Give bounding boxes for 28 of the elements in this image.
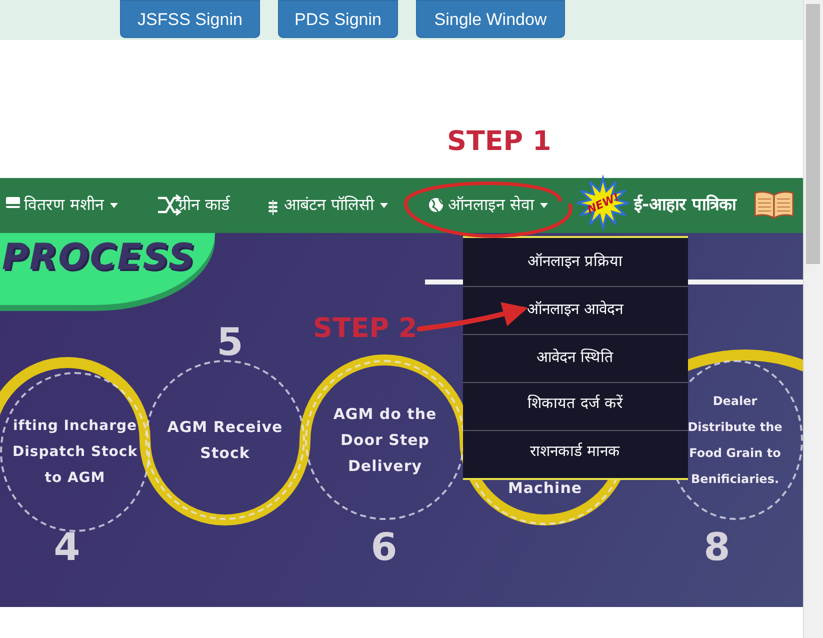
menu-item: राशनकार्ड मानक <box>530 440 620 462</box>
nav-link: वितरण मशीन <box>24 192 118 218</box>
step-number: 4 <box>52 527 82 567</box>
arrow <box>416 302 528 332</box>
heading-badge <box>0 233 215 305</box>
signin-button: Single Window <box>416 0 565 38</box>
step-text: AGM do the Door Step Delivery <box>332 404 438 477</box>
step-number: 8 <box>702 527 732 567</box>
menu-item: ऑनलाइन आवेदन <box>527 298 623 320</box>
menu-item: ऑनलाइन प्रक्रिया <box>528 250 622 272</box>
menu-item: शिकायत दर्ज करें <box>528 392 622 414</box>
step-number: 5 <box>216 322 244 362</box>
step-text: AGM Receive Stock <box>166 417 284 464</box>
dropdown-menu <box>463 236 688 480</box>
step-label: STEP 2 <box>313 312 418 346</box>
step-text: Machine <box>506 478 584 499</box>
nav-link: आबंटन पॉलिसी <box>284 192 388 218</box>
step-text: Dealer Distribute the Food Grain to Benificiaries. <box>686 393 784 488</box>
magazine-title: ई-आहार पात्रिका <box>634 194 736 217</box>
nav-link: ऑनलाइन सेवा <box>448 192 548 218</box>
signin-button: PDS Signin <box>278 0 398 38</box>
step-label: STEP 1 <box>447 126 552 157</box>
signin-button: JSFSS Signin <box>120 0 260 38</box>
heading-text: PROCESS <box>2 237 196 278</box>
step-text: ifting Incharge Dispatch Stock to AGM <box>11 417 139 488</box>
step-number: 6 <box>370 527 398 567</box>
nav-link: ग्रीन कार्ड <box>178 194 230 216</box>
menu-item: आवेदन स्थिति <box>536 346 614 368</box>
